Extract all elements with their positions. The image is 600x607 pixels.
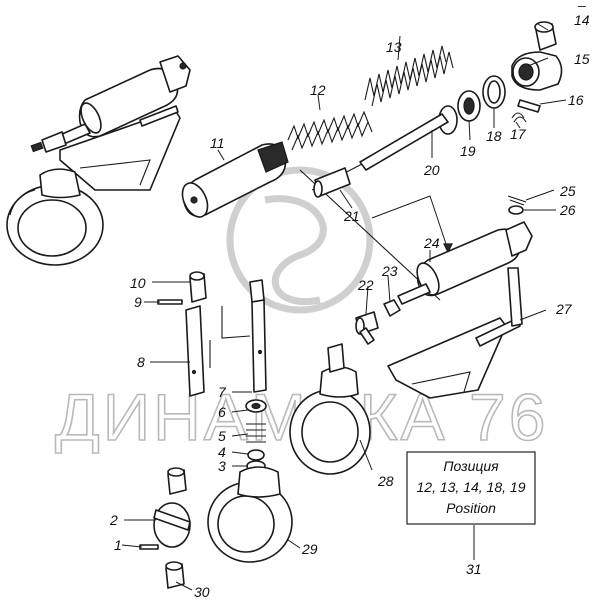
part-23-nut <box>383 299 401 317</box>
callout-31: 31 <box>466 561 482 577</box>
position-note-box: Позиция 12, 13, 14, 18, 19 Position 31 <box>406 451 536 577</box>
callout-30: 30 <box>194 584 210 600</box>
part-24-cylinder-assembly <box>397 221 533 305</box>
part-6-washer <box>245 399 267 413</box>
part-10-bushing <box>189 271 207 303</box>
callout-1: 1 <box>114 537 122 553</box>
callout-21: 21 <box>343 208 360 224</box>
callout-12: 12 <box>310 82 326 98</box>
callout-26: 26 <box>559 202 576 218</box>
callout-15: 15 <box>574 51 590 67</box>
part-5-spring <box>246 423 266 443</box>
callout-3: 3 <box>218 458 226 474</box>
callout-19: 19 <box>460 143 476 159</box>
callout-17: 17 <box>510 126 527 142</box>
part-18-ring <box>482 75 506 109</box>
part-11-cylinder-sleeve <box>181 141 289 218</box>
callout-22: 22 <box>357 277 374 293</box>
part-21-rod-end <box>313 167 351 198</box>
callout-20: 20 <box>423 162 440 178</box>
callout-13: 13 <box>386 39 402 55</box>
note-box-title-en: Position <box>446 500 496 516</box>
callout-16: 16 <box>568 92 584 108</box>
part-4-ring <box>247 449 265 461</box>
part-2-lever <box>153 502 191 548</box>
part-29-valve-body <box>207 466 293 563</box>
callout-25: 25 <box>559 183 576 199</box>
part-7-rod <box>249 279 267 393</box>
callout-27: 27 <box>555 301 573 317</box>
callout-5: 5 <box>218 428 226 444</box>
part-9-pin <box>157 299 183 305</box>
leader-lines <box>121 23 567 591</box>
callout-9: 9 <box>134 294 142 310</box>
part-16-pin <box>517 99 541 113</box>
callout-6: 6 <box>218 404 226 420</box>
small-bushing-top <box>167 467 187 495</box>
part-25-pin <box>507 195 527 206</box>
callout-14: 14 <box>574 12 590 28</box>
cylinder-assembly-top-left <box>6 55 191 266</box>
callout-2: 2 <box>109 512 118 528</box>
part-15-cylinder-head <box>511 51 563 91</box>
part-17-split-pin <box>511 112 527 123</box>
callout-numbers: 1 2 3 4 5 6 7 8 9 10 11 12 13 14 15 16 1… <box>109 12 590 600</box>
part-30-bushing <box>165 561 185 589</box>
callout-18: 18 <box>486 128 502 144</box>
callout-7: 7 <box>218 384 227 400</box>
part-22-fitting <box>355 311 379 345</box>
part-28-valve-body <box>289 343 371 475</box>
part-12-small-spring <box>287 110 373 151</box>
note-box-title-ru: Позиция <box>443 458 499 474</box>
part-1-pin <box>139 544 159 550</box>
part-19-seal <box>457 90 481 122</box>
part-8-rod <box>185 305 251 397</box>
callout-4: 4 <box>218 444 226 460</box>
callout-29: 29 <box>301 541 318 557</box>
part-13-large-spring <box>364 45 454 107</box>
callout-10: 10 <box>130 275 146 291</box>
note-box-frame <box>406 451 536 525</box>
part-26-washer <box>508 205 524 215</box>
corner-mark: – <box>577 0 586 13</box>
note-box-positions: 12, 13, 14, 18, 19 <box>417 479 526 495</box>
part-14-cap <box>534 21 557 51</box>
callout-11: 11 <box>210 135 225 151</box>
callout-23: 23 <box>381 263 398 279</box>
callout-28: 28 <box>377 473 394 489</box>
callout-8: 8 <box>137 354 145 370</box>
callout-24: 24 <box>423 235 440 251</box>
part-27-bracket <box>387 267 523 399</box>
